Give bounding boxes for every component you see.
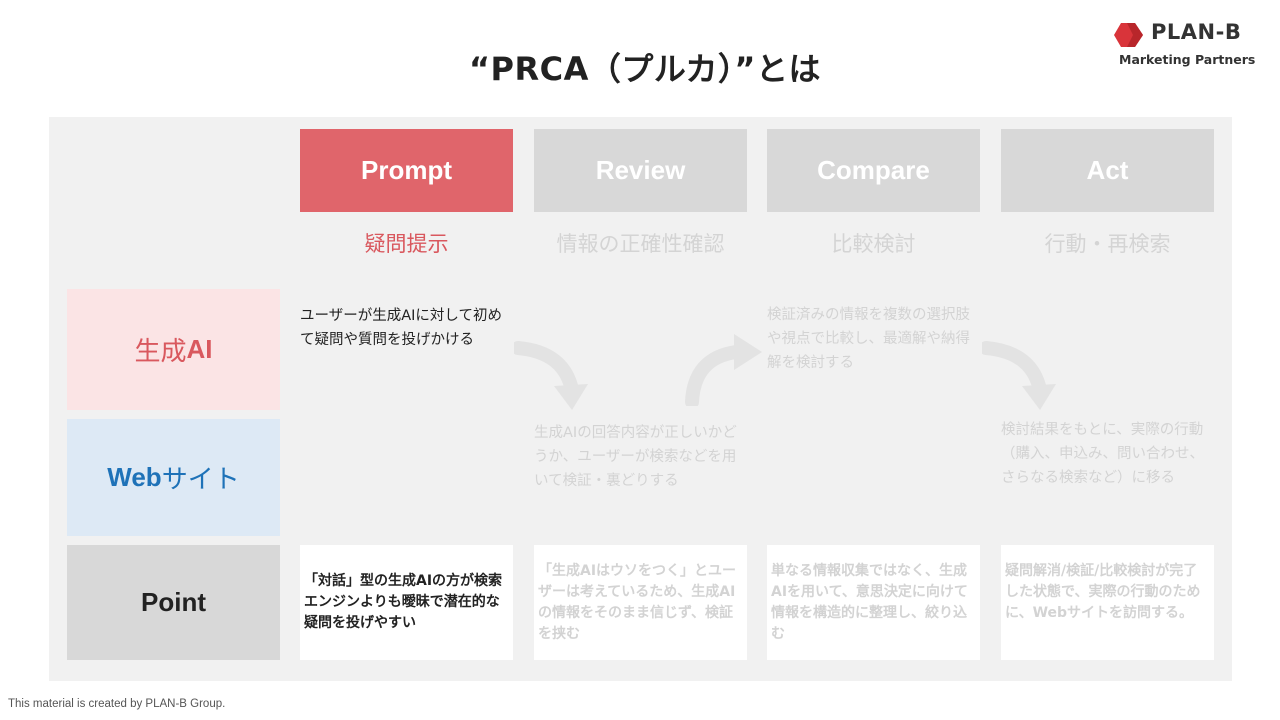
- footer-credit: This material is created by PLAN-B Group…: [8, 698, 226, 710]
- point-box-review: 「生成AIはウソをつく」とユーザーは考えているため、生成AIの情報をそのまま信じ…: [534, 545, 747, 660]
- logo-name: PLAN-B: [1151, 20, 1242, 44]
- stage-desc-compare: 検証済みの情報を複数の選択肢や視点で比較し、最適解や納得解を検討する: [767, 307, 970, 371]
- point-box-act: 疑問解消/検証/比較検討が完了した状態で、実際の行動のために、Webサイトを訪問…: [1001, 545, 1214, 660]
- row-label-ai-suffix: AI: [186, 334, 213, 364]
- stage-subtitle-prompt: 疑問提示: [364, 232, 449, 256]
- point-text-compare: 単なる情報収集ではなく、生成AIを用いて、意思決定に向けて情報を構造的に整理し、…: [771, 563, 968, 642]
- row-label-ai-prefix: 生成: [134, 337, 187, 367]
- point-text-act: 疑問解消/検証/比較検討が完了した状態で、実際の行動のために、Webサイトを訪問…: [1005, 563, 1201, 621]
- row-label-web-prefix: Web: [107, 462, 162, 492]
- page-title: “PRCA（プルカ）”とは: [469, 50, 821, 88]
- brand-logo: PLAN-B Marketing Partners: [1113, 20, 1256, 70]
- flow-arrow-down-icon: [514, 341, 588, 410]
- stage-header-compare: Compare: [767, 129, 980, 212]
- row-label-web-suffix: サイト: [161, 465, 240, 495]
- stage-subtitle-act: 行動・再検索: [1044, 232, 1171, 256]
- stage-desc-act: 検討結果をもとに、実際の行動（購入、申込み、問い合わせ、さらなる検索など）に移る: [1001, 422, 1204, 486]
- point-box-prompt: 「対話」型の生成AIの方が検索エンジンよりも曖昧で潜在的な疑問を投げやすい: [300, 545, 513, 660]
- stage-subtitle-review: 情報の正確性確認: [556, 232, 725, 256]
- stage-header-review: Review: [534, 129, 747, 212]
- stage-header-act: Act: [1001, 129, 1214, 212]
- stage-desc-review: 生成AIの回答内容が正しいかどうか、ユーザーが検索などを用いて検証・裏どりする: [534, 425, 737, 489]
- point-box-compare: 単なる情報収集ではなく、生成AIを用いて、意思決定に向けて情報を構造的に整理し、…: [767, 545, 980, 660]
- point-text-review: 「生成AIはウソをつく」とユーザーは考えているため、生成AIの情報をそのまま信じ…: [538, 563, 737, 642]
- flow-arrow-up-icon: [685, 334, 762, 406]
- point-text-prompt: 「対話」型の生成AIの方が検索エンジンよりも曖昧で潜在的な疑問を投げやすい: [304, 573, 503, 631]
- flow-arrow-down-icon: [982, 341, 1056, 410]
- stage-header-prompt: Prompt: [300, 129, 513, 212]
- stage-desc-prompt: ユーザーが生成AIに対して初めて疑問や質問を投げかける: [300, 308, 502, 348]
- row-label-point: Point: [67, 545, 280, 660]
- plan-b-logo-icon: [1114, 23, 1143, 47]
- stage-subtitle-compare: 比較検討: [831, 232, 916, 256]
- logo-tagline: Marketing Partners: [1119, 52, 1256, 67]
